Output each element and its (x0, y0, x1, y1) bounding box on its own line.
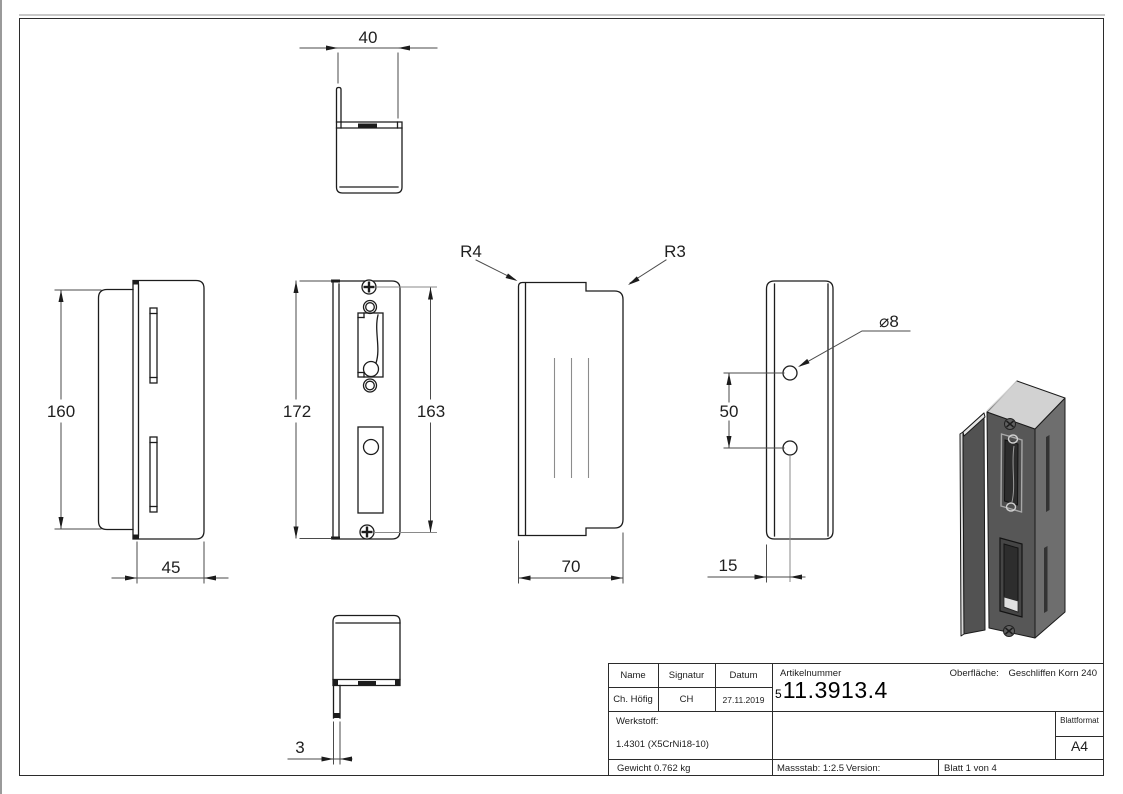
dim-top-width: 40 (299, 28, 438, 119)
dim-thickness: 3 (287, 721, 353, 765)
page-edge-shadow (19, 14, 1105, 16)
name-value: Ch. Höfig (613, 694, 653, 705)
sheet-number: Blatt 1 von 4 (944, 763, 997, 774)
titleblock-line (608, 663, 1104, 664)
titleblock-line (608, 759, 1104, 760)
date-header: Datum (729, 670, 758, 681)
iso-flange-face (962, 412, 986, 635)
dim-label-70: 70 (562, 557, 581, 576)
dim-front-screw-spacing: 163 (374, 286, 445, 533)
dim-label-r3: R3 (664, 242, 686, 261)
date-value: 27.11.2019 (722, 695, 765, 705)
surface-label: Oberfläche: (949, 668, 999, 679)
dim-label-45: 45 (162, 558, 181, 577)
dim-label-40: 40 (359, 28, 378, 47)
bottom-view: 3 (287, 614, 401, 765)
window-edge (0, 0, 2, 794)
holes-view: ⌀8 50 15 (707, 280, 911, 583)
titleblock-line (608, 663, 609, 776)
dim-label-172: 172 (283, 402, 311, 421)
titleblock-line (938, 759, 939, 776)
iso-screw-bottom (1003, 625, 1015, 637)
top-view: 40 (299, 28, 438, 194)
dim-hole-offset: 15 (707, 456, 806, 583)
dim-label-r4: R4 (460, 242, 482, 261)
dim-left-width: 45 (111, 541, 229, 584)
iso-side-slot-lower (1044, 546, 1048, 613)
titleblock-line (1055, 736, 1104, 737)
dim-label-3: 3 (295, 738, 304, 757)
iso-lower-slot-bottom (1003, 596, 1019, 613)
titleblock-line (772, 663, 773, 776)
scale-value: Massstab: 1:2.5 (777, 763, 845, 774)
surface-value: Geschliffen Korn 240 (1008, 668, 1097, 679)
version-label: Version: (846, 763, 881, 774)
titleblock-line (608, 687, 772, 688)
front-view: 172 163 (283, 279, 445, 540)
left-view: 160 45 (47, 279, 229, 584)
weight-value: Gewicht 0.762 kg (617, 763, 691, 774)
iso-side-slot-upper (1046, 435, 1050, 512)
drawing-border (19, 18, 1104, 776)
dim-label-160: 160 (47, 402, 75, 421)
dim-side-width: 70 (518, 532, 624, 584)
isometric-view (959, 380, 1066, 639)
article-number: 5 11.3913.4 (775, 679, 888, 702)
surface-finish: Oberfläche: Geschliffen Korn 240 (950, 668, 1097, 679)
dim-label-163-value: 163 (417, 402, 445, 421)
titleblock-line (715, 663, 716, 711)
sheet-format-value: A4 (1070, 738, 1089, 754)
dim-label-15: 15 (719, 556, 738, 575)
article-number-prefix: 5 (775, 687, 782, 701)
iso-recess-opening (1003, 439, 1019, 506)
titleblock-line (608, 711, 1104, 712)
title-block: Name Signatur Datum Ch. Höfig CH 27.11.2… (608, 663, 1104, 776)
screw-top (361, 279, 377, 295)
sheet-format-label: Blattformat (1060, 716, 1099, 725)
dim-label-50: 50 (720, 402, 739, 421)
iso-right-face (1034, 397, 1066, 639)
radius-callout-r4: R4 (460, 242, 518, 281)
hole-diameter-callout: ⌀8 (798, 312, 911, 367)
signature-value: CH (679, 694, 694, 705)
material-label: Werkstoff: (616, 716, 659, 727)
radius-callout-r3: R3 (628, 242, 686, 285)
dim-left-height: 160 (47, 289, 102, 530)
side-view: R4 R3 70 (460, 242, 686, 584)
dim-label-d8: ⌀8 (879, 312, 899, 331)
name-header: Name (620, 670, 646, 681)
dim-front-overall-height: 172 (283, 280, 332, 539)
screw-bottom (359, 524, 375, 540)
iso-screw-top (1004, 418, 1016, 430)
article-number-label: Artikelnummer (780, 668, 842, 679)
dim-hole-spacing: 50 (720, 372, 785, 449)
article-number-main: 11.3913.4 (782, 677, 888, 703)
material-value: 1.4301 (X5CrNi18-10) (616, 739, 709, 750)
titleblock-line (1055, 711, 1056, 759)
titleblock-line (658, 663, 659, 711)
iso-flange-top (962, 412, 986, 437)
signature-header: Signatur (668, 670, 705, 681)
